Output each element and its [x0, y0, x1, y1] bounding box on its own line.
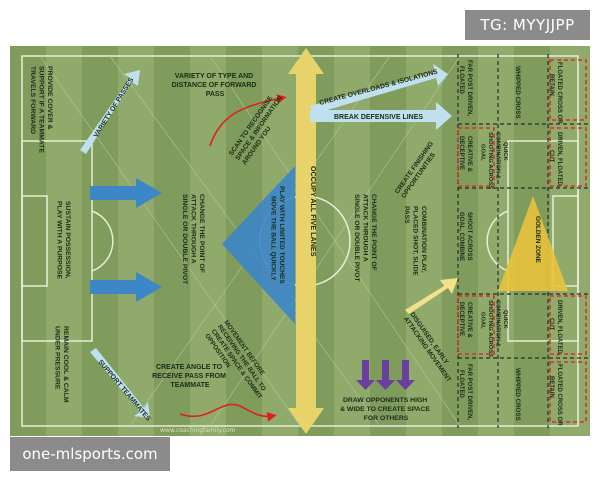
tg-badge: TG: MYYJJPP	[465, 10, 590, 40]
label-change-point-left: CHANGE THE POINT OF ATTACK THROUGH A SIN…	[181, 194, 205, 285]
label-break-lines: BREAK DEFENSIVE LINES	[334, 114, 423, 121]
purple-arrows	[356, 360, 415, 390]
occupy-lanes-arrow	[288, 48, 324, 434]
label-limited-touches: PLAY WITH LIMITED TOUCHES MOVE THE BALL …	[270, 186, 286, 286]
light-blue-arrows	[80, 64, 452, 418]
red-highlight-zones	[457, 59, 587, 423]
label-quick-top: QUICK COMBINATION & SHOOTING ACROSS GOAL	[480, 132, 509, 191]
label-sustain-possession: SUSTAIN POSSESSION, PLAY WITH A PURPOSE	[56, 201, 72, 281]
label-far-post-bottom: FAR POST DRIVEN, FLOATED	[458, 364, 472, 422]
golden-zone-shape	[498, 196, 568, 291]
label-whipped-top: WHIPPED CROSS	[514, 66, 521, 119]
label-driven-top: DRIVEN, FLOATED, CUT	[548, 132, 562, 189]
label-whipped-bottom: WHIPPED CROSS	[514, 368, 521, 421]
limited-touches-triangle	[222, 166, 295, 324]
label-shoot-across: SHOOT ACROSS GOAL, COMBINE	[458, 212, 472, 262]
label-variety-type: VARIETY OF TYPE AND DISTANCE OF FORWARD …	[172, 73, 259, 98]
tactics-pitch: www.coachingfamily.com PROVIDE COVER & S…	[10, 46, 590, 436]
label-quick-bottom: QUICK COMBINATION & SHOOTING ACROSS GOAL	[480, 300, 509, 359]
label-draw-opponents: DRAW OPPONENTS HIGH & WIDE TO CREATE SPA…	[340, 397, 432, 422]
watermark: www.coachingfamily.com	[160, 427, 236, 434]
label-far-post-top: FAR POST DRIVEN, FLOATED	[458, 60, 472, 118]
label-golden-zone: GOLDEN ZONE	[534, 216, 541, 264]
label-driven-bottom: DRIVEN, FLOATED, CUT	[548, 300, 562, 357]
label-occupy-lanes: OCCUPY ALL FIVE LANES	[309, 166, 318, 257]
label-provide-cover: PROVIDE COVER & SUPPORT IF A TEAMMATE TR…	[29, 66, 53, 155]
label-remain-cool: REMAIN COOL & CALM UNDER PRESSURE	[54, 326, 70, 404]
red-run-line-top	[209, 94, 287, 147]
label-change-point-right: CHANGE THE POINT OF ATTACK THROUGH A SIN…	[353, 194, 377, 282]
label-creative-top: CREATIVE & DECEPTIVE	[458, 136, 472, 174]
red-run-line-bottom	[179, 403, 277, 422]
label-combination-play: COMBINATION PLAY, PLACED SHOT, SLIDE PAS…	[403, 206, 427, 277]
label-floated-top: FLOATED CROSS OR RETAIN	[548, 62, 562, 125]
label-creative-bottom: CREATIVE & DECEPTIVE	[458, 302, 472, 340]
site-badge: one-mlsports.com	[10, 437, 170, 471]
blue-forward-arrows	[90, 178, 162, 302]
final-third-grid	[457, 54, 588, 428]
disguised-movement-arrow	[405, 278, 458, 314]
label-create-angle: CREATE ANGLE TO RECEIVE PASS FROM TEAMMA…	[152, 364, 228, 389]
label-floated-bottom: FLOATED CROSS OR RETAIN	[548, 364, 562, 427]
